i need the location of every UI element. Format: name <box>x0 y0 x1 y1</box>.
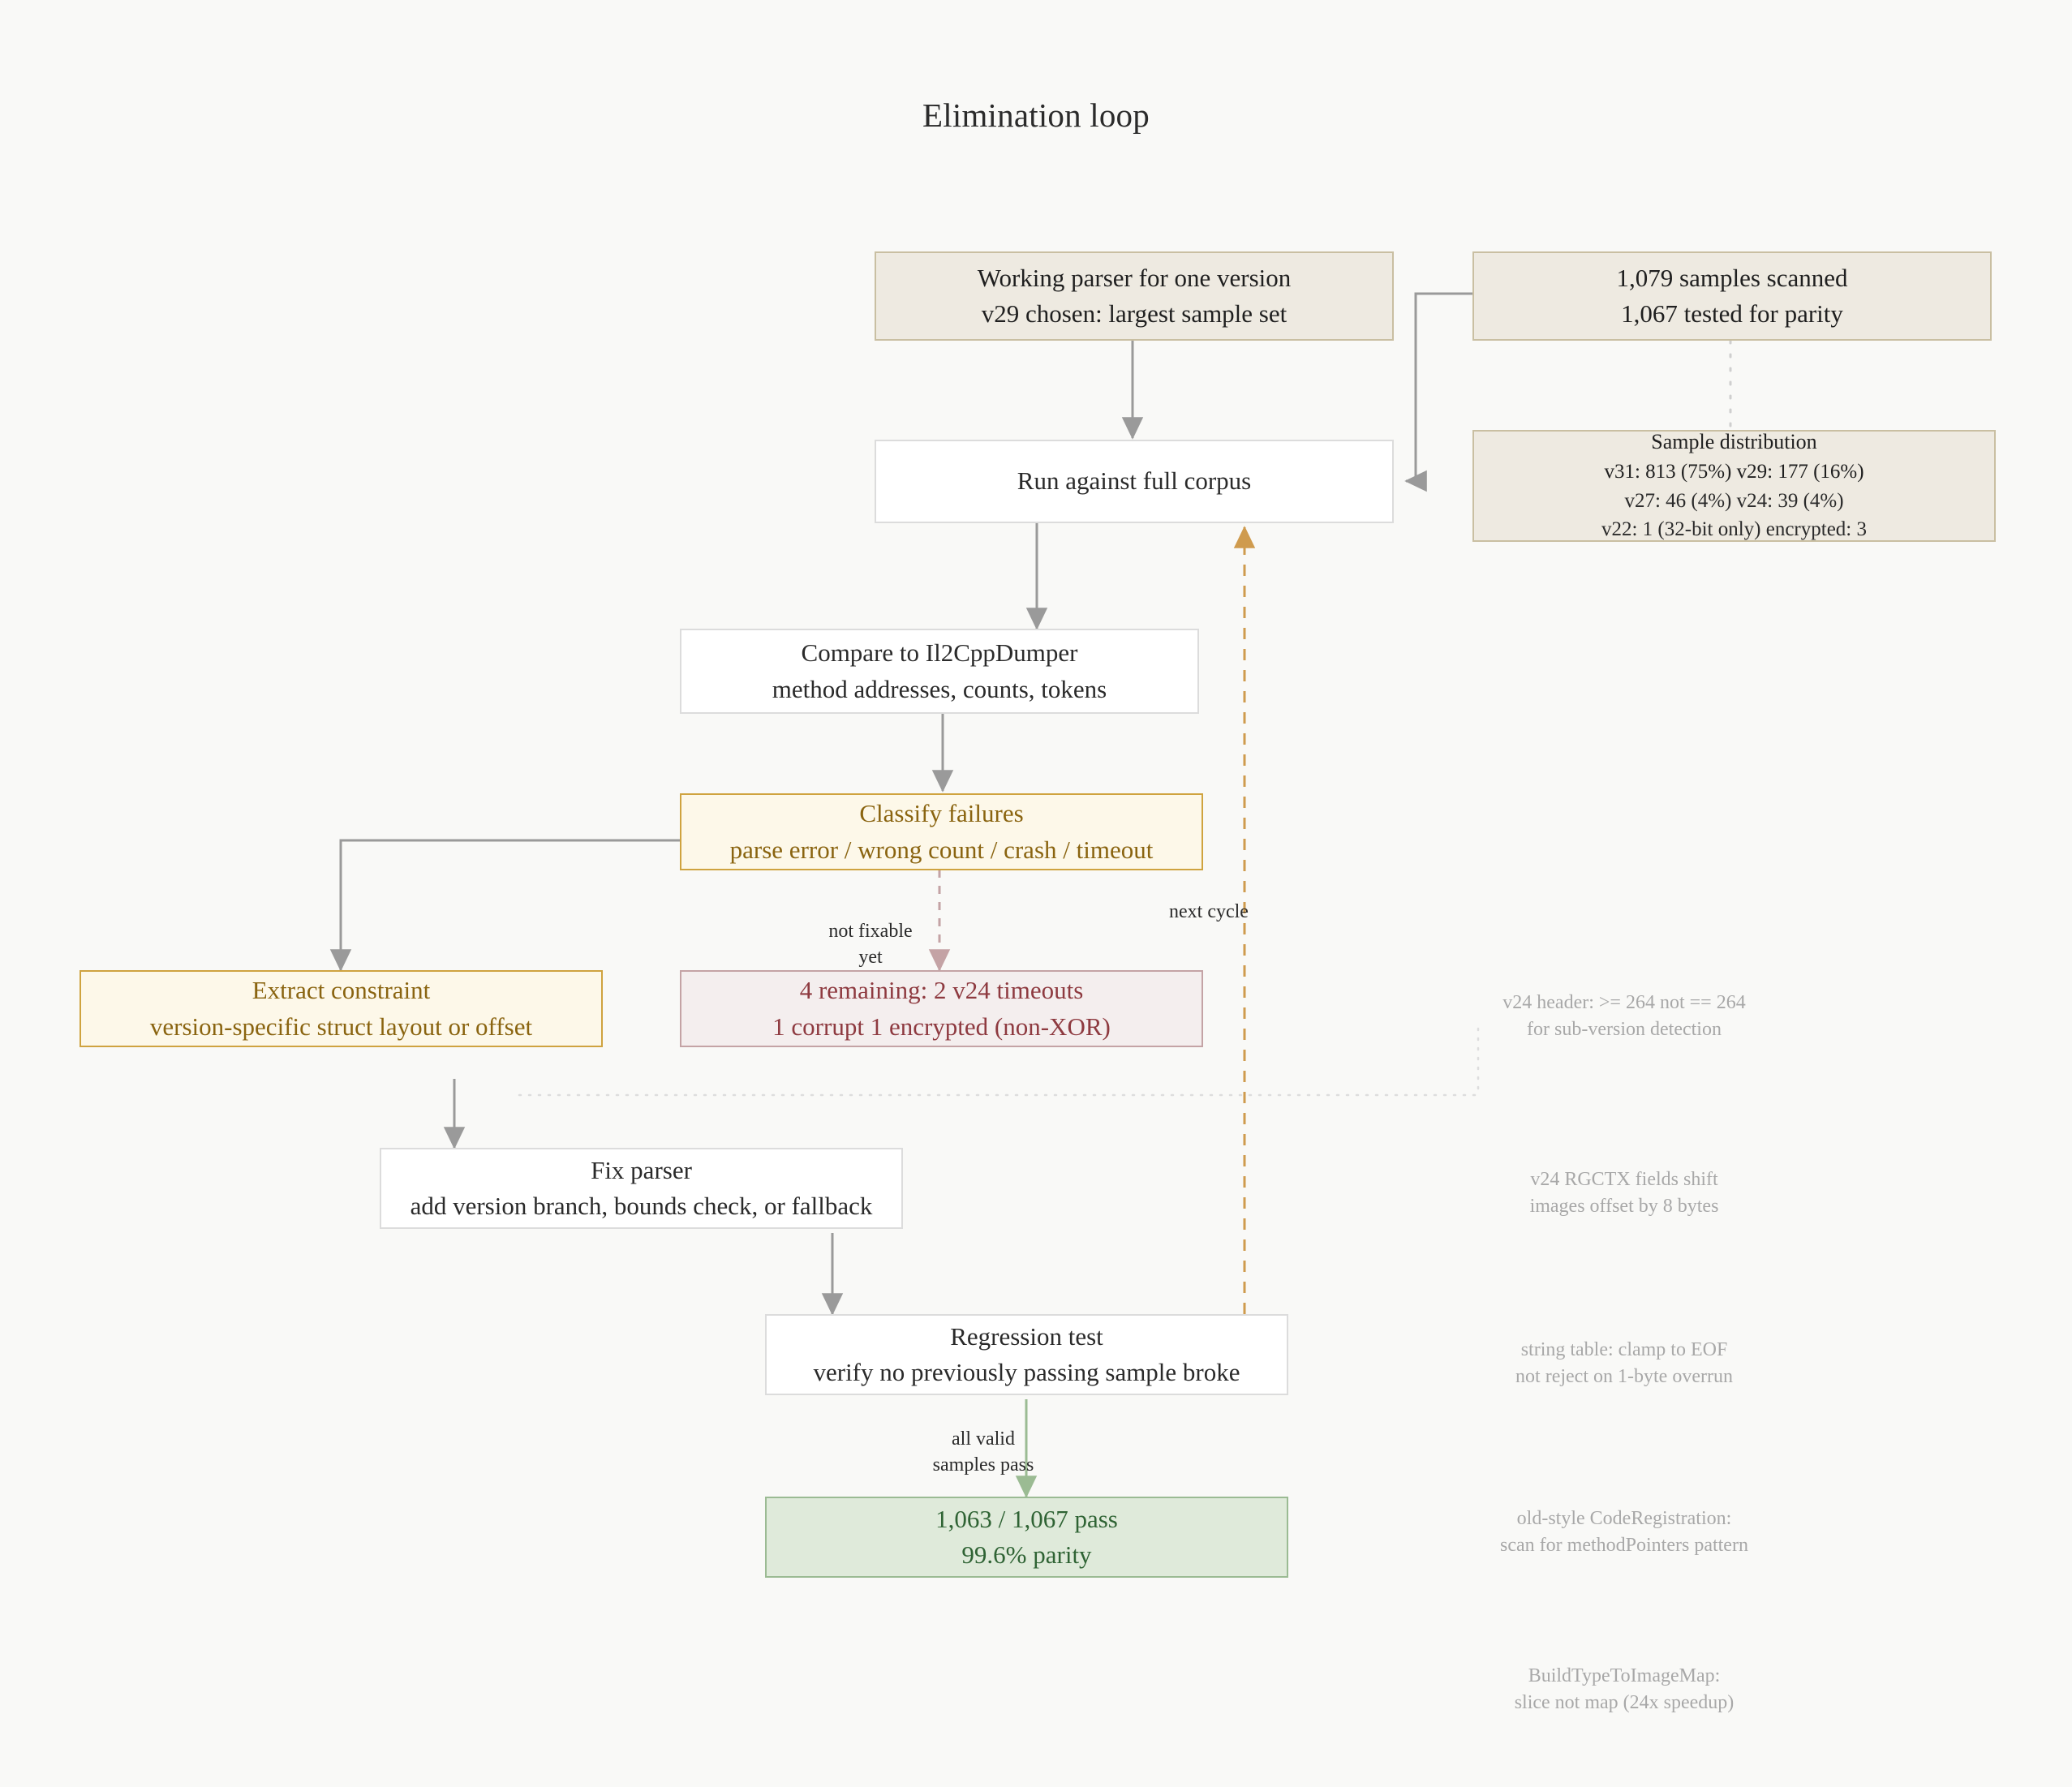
node-fix-parser[interactable]: Fix parser add version branch, bounds ch… <box>380 1148 903 1229</box>
note-build-type-to-image-map: BuildTypeToImageMap: slice not map (24x … <box>1514 1665 1735 1714</box>
edge-label-all-valid-samples-pass: all valid samples pass <box>932 1428 1034 1476</box>
node-classify-failures[interactable]: Classify failures parse error / wrong co… <box>680 793 1203 870</box>
node-extract-constraint[interactable]: Extract constraint version-specific stru… <box>80 970 603 1047</box>
page-title: Elimination loop <box>922 97 1150 134</box>
node-sample-distribution-line4: v22: 1 (32-bit only) encrypted: 3 <box>1601 518 1867 541</box>
note-code-registration: old-style CodeRegistration: scan for met… <box>1500 1508 1748 1557</box>
note-string-table: string table: clamp to EOF not reject on… <box>1515 1339 1733 1388</box>
node-regression-test-line2: verify no previously passing sample brok… <box>813 1358 1240 1386</box>
node-run-corpus[interactable]: Run against full corpus <box>875 440 1394 523</box>
node-sample-distribution-line2: v31: 813 (75%) v29: 177 (16%) <box>1604 461 1864 483</box>
edge-label-not-fixable-yet: not fixable yet <box>828 921 913 969</box>
edge-label-next-cycle: next cycle <box>1169 901 1249 922</box>
node-remaining-failures-line1: 4 remaining: 2 v24 timeouts <box>799 976 1084 1005</box>
node-regression-test-line1: Regression test <box>950 1321 1103 1351</box>
node-samples-scanned-line2: 1,067 tested for parity <box>1621 299 1843 328</box>
node-samples-scanned-line1: 1,079 samples scanned <box>1616 263 1848 292</box>
node-result-line2: 99.6% parity <box>961 1540 1092 1569</box>
node-sample-distribution-line3: v27: 46 (4%) v24: 39 (4%) <box>1624 489 1844 512</box>
node-sample-distribution-line1: Sample distribution <box>1651 430 1817 454</box>
note-v24-rgctx: v24 RGCTX fields shift images offset by … <box>1529 1169 1719 1218</box>
edge-classify-to-extract <box>329 839 680 972</box>
node-extract-constraint-line2: version-specific struct layout or offset <box>149 1012 533 1041</box>
node-remaining-failures-line2: 1 corrupt 1 encrypted (non-XOR) <box>772 1012 1111 1041</box>
node-compare-dumper-line2: method addresses, counts, tokens <box>772 674 1107 703</box>
edge-samples-to-run-corpus <box>1404 292 1472 492</box>
note-v24-header: v24 header: >= 264 not == 264 for sub-ve… <box>1502 992 1746 1041</box>
node-remaining-failures[interactable]: 4 remaining: 2 v24 timeouts 1 corrupt 1 … <box>680 970 1203 1047</box>
node-compare-dumper[interactable]: Compare to Il2CppDumper method addresses… <box>680 629 1199 714</box>
node-classify-failures-line2: parse error / wrong count / crash / time… <box>729 835 1154 864</box>
node-fix-parser-line2: add version branch, bounds check, or fal… <box>410 1192 873 1220</box>
node-classify-failures-line1: Classify failures <box>859 799 1024 828</box>
node-result[interactable]: 1,063 / 1,067 pass 99.6% parity <box>765 1497 1288 1578</box>
node-run-corpus-line1: Run against full corpus <box>1017 466 1252 496</box>
node-compare-dumper-line1: Compare to Il2CppDumper <box>801 638 1078 668</box>
node-sample-distribution[interactable]: Sample distribution v31: 813 (75%) v29: … <box>1472 430 1996 542</box>
node-fix-parser-line1: Fix parser <box>591 1155 692 1184</box>
node-extract-constraint-line1: Extract constraint <box>251 976 431 1005</box>
node-result-line1: 1,063 / 1,067 pass <box>935 1504 1118 1533</box>
node-working-parser[interactable]: Working parser for one version v29 chose… <box>875 251 1394 341</box>
node-working-parser-line1: Working parser for one version <box>977 263 1292 292</box>
node-samples-scanned[interactable]: 1,079 samples scanned 1,067 tested for p… <box>1472 251 1992 341</box>
node-regression-test[interactable]: Regression test verify no previously pas… <box>765 1314 1288 1395</box>
node-working-parser-line2: v29 chosen: largest sample set <box>981 299 1287 328</box>
